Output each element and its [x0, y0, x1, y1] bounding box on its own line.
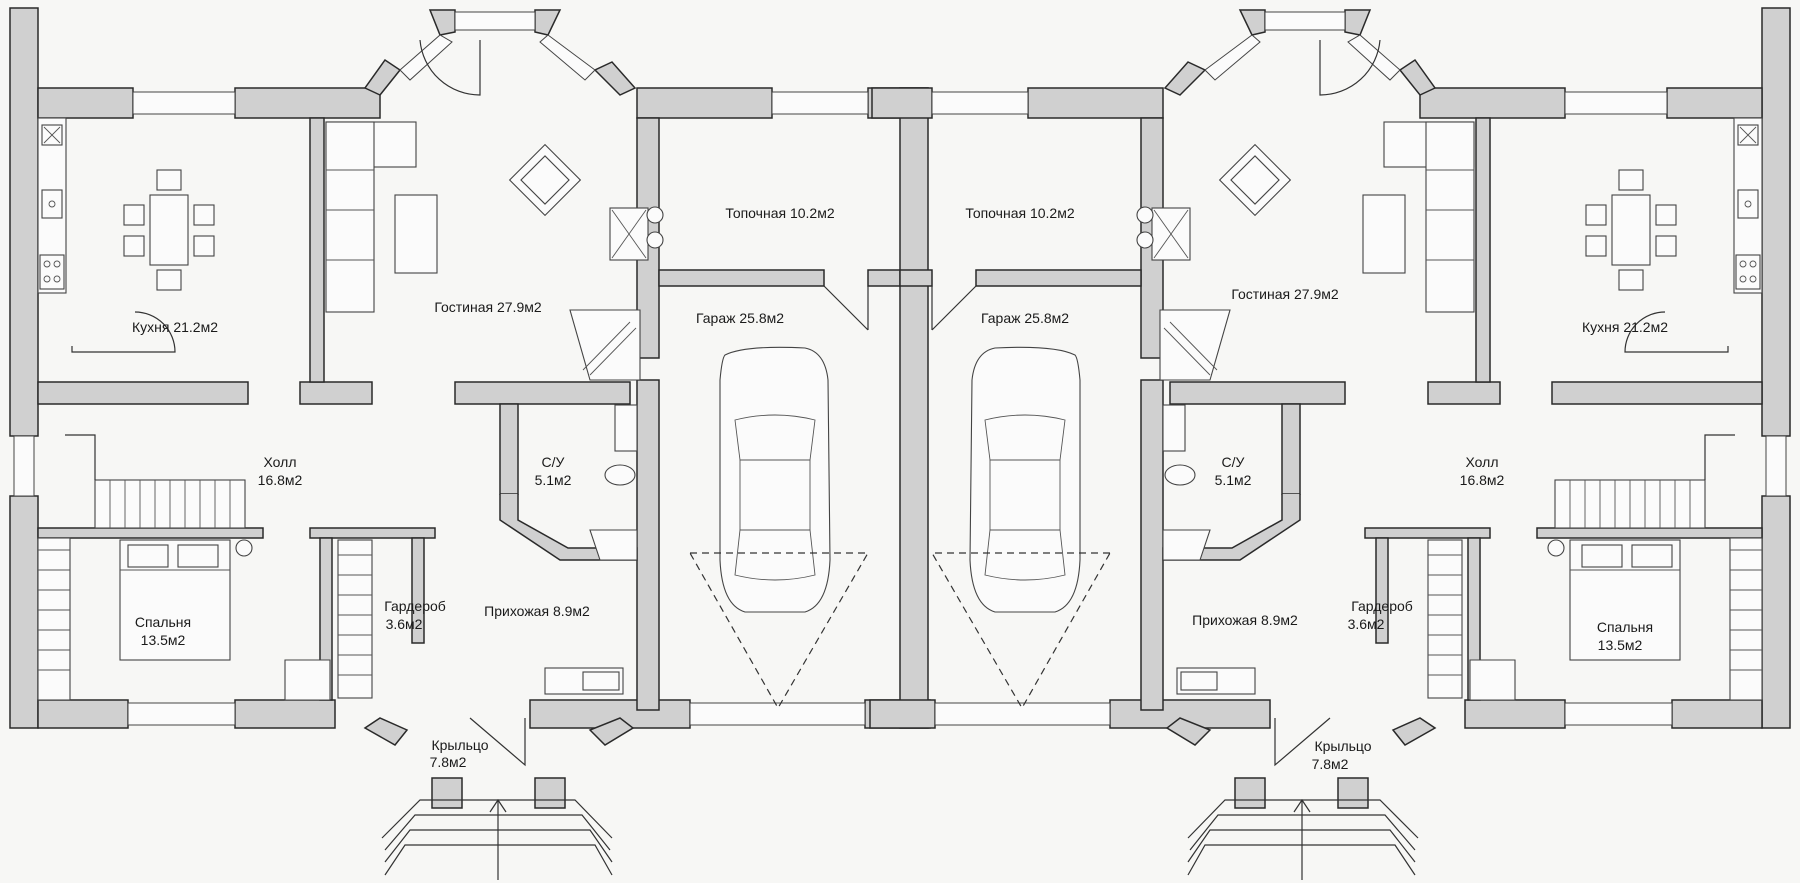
bedroom-name-label: Спальня [135, 614, 191, 630]
living-entrance-door [419, 39, 481, 96]
living-sofa-r [1383, 121, 1475, 313]
wardrobe-closet-r [1427, 539, 1463, 699]
garage-label: Гараж 25.8м2 [696, 310, 784, 326]
wc-name-label: С/У [542, 454, 565, 470]
garage-door-swing [689, 552, 870, 710]
wardrobe-closet-bedroom [37, 537, 71, 701]
garage-label-r: Гараж 25.8м2 [981, 310, 1069, 326]
room-labels-right: Кухня 21.2м2 Гостиная 27.9м2 Топочная 10… [965, 205, 1668, 772]
dining-table-r [1585, 169, 1677, 291]
bedroom-area-label-r: 13.5м2 [1598, 637, 1643, 653]
kitchen-counter [37, 117, 67, 294]
unit-right-geometry [869, 7, 1791, 880]
wardrobe-name-label: Гардероб [384, 598, 446, 614]
front-door [469, 717, 526, 767]
wardrobe-name-label-r: Гардероб [1351, 598, 1413, 614]
entry-bench [544, 667, 624, 695]
living-label: Гостиная 27.9м2 [434, 299, 542, 315]
outer-walls-r [869, 7, 1791, 809]
wc-fixtures-r [1162, 404, 1211, 561]
entry-label: Прихожая 8.9м2 [484, 603, 590, 619]
wc-area-label: 5.1м2 [535, 472, 572, 488]
stairs-r [1554, 434, 1735, 529]
entry-bench-r [1176, 667, 1256, 695]
bedroom-name-label-r: Спальня [1597, 619, 1653, 635]
room-labels: Кухня 21.2м2 Гостиная 27.9м2 Топочная 10… [132, 205, 835, 770]
bedroom-dresser [284, 659, 331, 701]
front-door-r [1274, 717, 1331, 767]
kitchen-counter-r [1733, 117, 1763, 294]
garage-door-swing-r [930, 552, 1111, 710]
unit-left: Кухня 21.2м2 Гостиная 27.9м2 Топочная 10… [9, 7, 931, 880]
wardrobe-closet-bedroom-r [1729, 537, 1763, 701]
coffee-table-r [1362, 194, 1406, 274]
hall-area-label: 16.8м2 [258, 472, 303, 488]
porch-area-label: 7.8м2 [430, 754, 467, 770]
kitchen-label-r: Кухня 21.2м2 [1582, 319, 1668, 335]
windows [13, 11, 869, 726]
kitchen-door [71, 311, 176, 353]
entry-label-r: Прихожая 8.9м2 [1192, 612, 1298, 628]
bedroom-area-label: 13.5м2 [141, 632, 186, 648]
stairs [65, 434, 246, 529]
hall-name-label: Холл [264, 454, 297, 470]
fireplace [569, 309, 641, 381]
fireplace-r [1159, 309, 1231, 381]
wc-name-label-r: С/У [1222, 454, 1245, 470]
boiler-label: Топочная 10.2м2 [725, 205, 834, 221]
boiler-equipment-r [1136, 206, 1191, 261]
wc-area-label-r: 5.1м2 [1215, 472, 1252, 488]
car [719, 346, 831, 613]
hall-name-label-r: Холл [1466, 454, 1499, 470]
car-r [969, 346, 1081, 613]
armchair-r [1218, 143, 1292, 217]
porch-name-label: Крыльцо [431, 737, 488, 753]
porch-name-label-r: Крыльцо [1314, 738, 1371, 754]
kitchen-door-r [1624, 311, 1729, 353]
living-sofa [325, 121, 417, 313]
windows-r [931, 11, 1787, 726]
wardrobe-area-label-r: 3.6м2 [1348, 616, 1385, 632]
porch-area-label-r: 7.8м2 [1312, 756, 1349, 772]
unit-right: Кухня 21.2м2 Гостиная 27.9м2 Топочная 10… [869, 7, 1791, 880]
coffee-table [394, 194, 438, 274]
wardrobe-area-label: 3.6м2 [386, 616, 423, 632]
boiler-equipment [609, 206, 664, 261]
wc-fixtures [589, 404, 638, 561]
bed-r [1547, 539, 1681, 661]
porch-steps [381, 798, 613, 880]
dining-table [123, 169, 215, 291]
living-entrance-door-r [1319, 39, 1381, 96]
wardrobe-closet [337, 539, 373, 699]
porch-steps-r [1187, 798, 1419, 880]
kitchen-label: Кухня 21.2м2 [132, 319, 218, 335]
hall-area-label-r: 16.8м2 [1460, 472, 1505, 488]
living-label-r: Гостиная 27.9м2 [1231, 286, 1339, 302]
boiler-label-r: Топочная 10.2м2 [965, 205, 1074, 221]
bed [119, 539, 253, 661]
bedroom-dresser-r [1469, 659, 1516, 701]
armchair [508, 143, 582, 217]
garage-door-r [931, 285, 977, 331]
garage-door [823, 285, 869, 331]
